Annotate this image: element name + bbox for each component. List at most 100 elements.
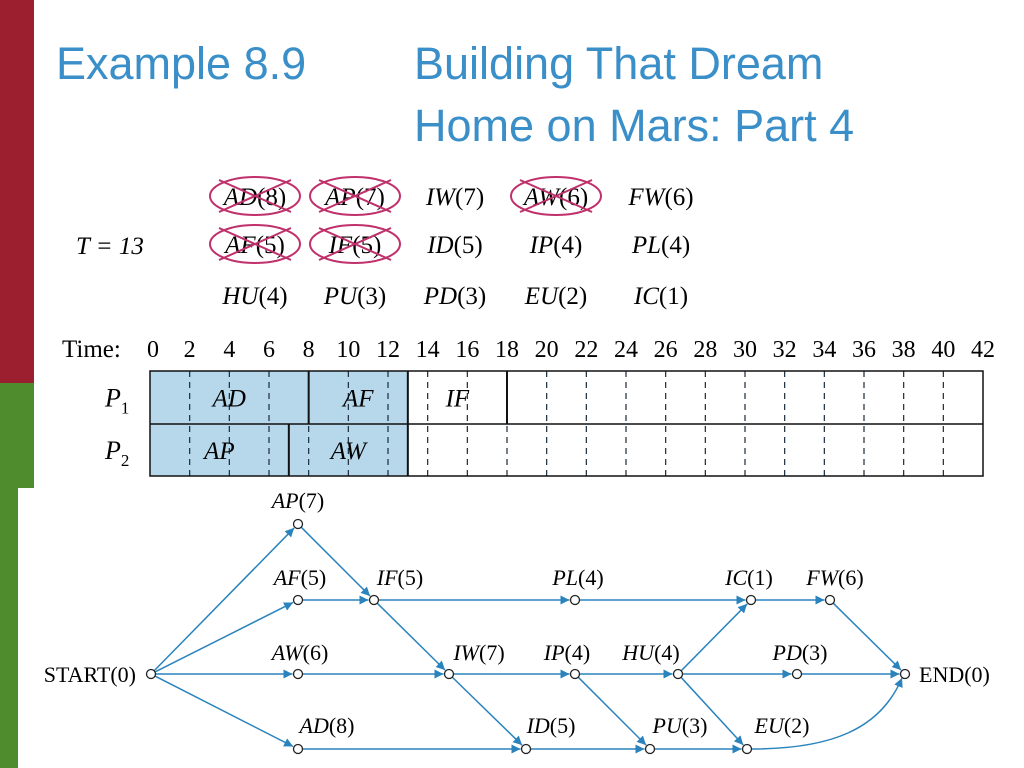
- time-tick-label: 36: [852, 337, 876, 363]
- side-bar-red: [0, 0, 34, 383]
- priority-time-label: T = 13: [76, 233, 144, 260]
- network-node-label: PD(3): [772, 640, 828, 665]
- network-edge: [577, 676, 647, 746]
- network-node: [569, 668, 581, 680]
- network-edge: [451, 676, 523, 746]
- title-line-2: Home on Mars: Part 4: [414, 100, 855, 151]
- network-node-label: AW(6): [270, 640, 329, 665]
- priority-item: ID(5): [426, 232, 483, 259]
- network-node: [824, 594, 836, 606]
- network-node-label: FW(6): [805, 565, 863, 590]
- time-tick-label: 16: [455, 337, 479, 363]
- priority-item: EU(2): [524, 283, 587, 310]
- processor-label: P2: [104, 436, 129, 470]
- time-tick-label: 8: [303, 337, 315, 363]
- priority-list: AD(8)AP(7)IW(7)AW(6)FW(6)AF(5)IF(5)ID(5)…: [209, 176, 694, 310]
- network-node: [745, 594, 757, 606]
- side-bar-notch: [18, 488, 34, 768]
- priority-item: PU(3): [323, 283, 386, 310]
- time-tick-label: 38: [892, 337, 916, 363]
- network-node-label: AD(8): [298, 713, 355, 738]
- network-edge: [832, 602, 902, 671]
- cross-out-ellipse: [309, 176, 401, 216]
- network-edge: [154, 601, 294, 673]
- time-tick-label: 20: [535, 337, 559, 363]
- title-example-number: Example 8.9: [56, 38, 307, 89]
- title-line-1: Building That Dream: [414, 38, 824, 89]
- schedule-time-label: Time:: [62, 336, 121, 363]
- network-edge: [153, 527, 295, 672]
- cross-out-ellipse: [209, 224, 301, 264]
- network-node-label: START(0): [44, 662, 136, 687]
- cross-out-ellipse: [510, 176, 602, 216]
- network-node: [791, 668, 803, 680]
- network-node-label: ID(5): [526, 713, 576, 738]
- priority-item: AD(8): [222, 184, 286, 211]
- time-tick-label: 6: [263, 337, 275, 363]
- network-node-label: HU(4): [621, 640, 679, 665]
- network-node-label: IC(1): [724, 565, 773, 590]
- time-tick-label: 42: [971, 337, 995, 363]
- priority-item: PD(3): [423, 283, 486, 310]
- priority-item: FW(6): [627, 184, 693, 211]
- network-node: [520, 743, 532, 755]
- time-tick-label: 18: [495, 337, 519, 363]
- task-label: AF: [341, 386, 374, 413]
- cross-out-line: [218, 179, 292, 213]
- cross-out-line: [519, 179, 593, 213]
- processor-label: P1: [104, 384, 129, 418]
- time-tick-label: 12: [376, 337, 400, 363]
- task-label: IF: [445, 386, 470, 413]
- time-tick-label: 32: [773, 337, 797, 363]
- network-edge: [154, 675, 294, 748]
- time-tick-label: 34: [812, 337, 836, 363]
- network-node: [644, 743, 656, 755]
- network-node: [741, 743, 753, 755]
- network-node: [292, 743, 304, 755]
- network-node: [569, 594, 581, 606]
- network-node: [368, 594, 380, 606]
- time-tick-label: 40: [931, 337, 955, 363]
- priority-item: PL(4): [631, 232, 690, 259]
- network-edge: [680, 603, 748, 672]
- network-node-label: END(0): [919, 662, 990, 687]
- network-node-label: IP(4): [543, 640, 590, 665]
- cross-out-line: [318, 227, 392, 261]
- task-block: [308, 371, 408, 424]
- network-node: [292, 594, 304, 606]
- priority-item: HU(4): [221, 283, 287, 310]
- priority-item: IP(4): [529, 232, 583, 259]
- network-node: [443, 668, 455, 680]
- network-node-label: IW(7): [452, 640, 504, 665]
- network-node: [145, 668, 157, 680]
- network-edge: [680, 676, 744, 746]
- network-node-label: PU(3): [652, 713, 708, 738]
- task-label: AP: [202, 438, 235, 465]
- network-node-label: PL(4): [551, 565, 603, 590]
- network-node: [292, 518, 304, 530]
- cross-out-line: [318, 179, 392, 213]
- network-edge: [751, 677, 903, 750]
- time-tick-label: 26: [654, 337, 678, 363]
- time-tick-label: 30: [733, 337, 757, 363]
- network-node: [292, 668, 304, 680]
- priority-item: IC(1): [633, 283, 688, 310]
- time-tick-label: 2: [184, 337, 196, 363]
- priority-item: IW(7): [425, 184, 484, 211]
- cross-out-ellipse: [209, 176, 301, 216]
- cross-out-ellipse: [309, 224, 401, 264]
- time-tick-label: 10: [336, 337, 360, 363]
- time-tick-label: 22: [574, 337, 598, 363]
- network-node-label: AP(7): [270, 488, 325, 513]
- task-label: AW: [329, 438, 368, 465]
- time-tick-label: 0: [147, 337, 159, 363]
- network-edge: [376, 602, 446, 671]
- cross-out-line: [218, 227, 292, 261]
- project-network: START(0)AP(7)AF(5)AW(6)AD(8)IF(5)PL(4)IC…: [44, 488, 990, 755]
- network-node-label: IF(5): [376, 565, 423, 590]
- task-label: AD: [211, 386, 246, 413]
- network-node: [672, 668, 684, 680]
- network-node: [899, 668, 911, 680]
- time-tick-label: 14: [416, 337, 440, 363]
